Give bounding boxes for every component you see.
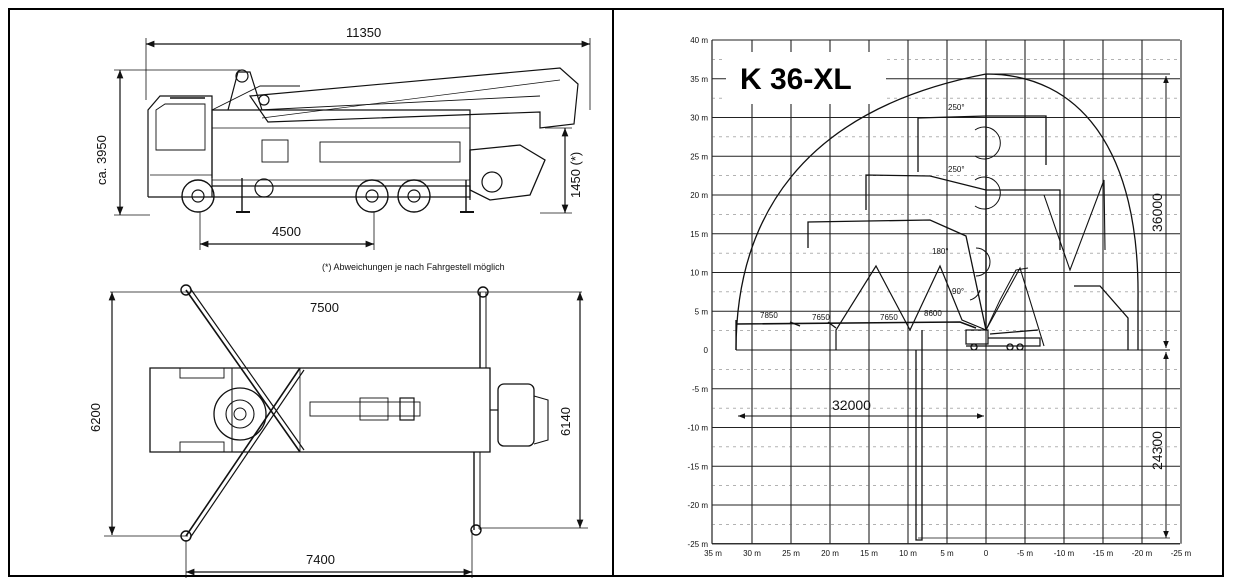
wheelbase-label: 4500 bbox=[272, 224, 301, 239]
y-tick-label: 40 m bbox=[690, 36, 708, 45]
horizontal-reach-label: 32000 bbox=[832, 397, 871, 413]
y-tick-label: -25 m bbox=[688, 540, 709, 549]
x-tick-label: 35 m bbox=[704, 549, 722, 558]
rear-outrigger-span-label: 7400 bbox=[306, 552, 335, 567]
chassis-note: (*) Abweichungen je nach Fahrgestell mög… bbox=[322, 262, 505, 272]
angle-label: 250° bbox=[948, 103, 965, 112]
boom-length-label: 8600 bbox=[924, 309, 942, 318]
outrigger-height-label: 1450 (*) bbox=[568, 152, 583, 198]
drawing-frame bbox=[8, 8, 1224, 577]
y-tick-label: 20 m bbox=[690, 191, 708, 200]
y-tick-label: 15 m bbox=[690, 230, 708, 239]
overall-length-label: 11350 bbox=[346, 25, 381, 40]
height-label: ca. 3950 bbox=[94, 135, 109, 185]
y-tick-label: 5 m bbox=[695, 307, 709, 316]
y-tick-label: -20 m bbox=[688, 501, 709, 510]
y-tick-label: -10 m bbox=[688, 424, 709, 433]
y-tick-label: 10 m bbox=[690, 269, 708, 278]
boom-length-label: 7650 bbox=[880, 313, 898, 322]
rear-width-label: 6140 bbox=[558, 407, 573, 436]
x-tick-label: 20 m bbox=[821, 549, 839, 558]
y-tick-label: 25 m bbox=[690, 152, 708, 161]
top-view bbox=[104, 284, 588, 578]
angle-label: 180° bbox=[932, 247, 949, 256]
x-tick-label: -10 m bbox=[1054, 549, 1075, 558]
y-tick-label: -5 m bbox=[692, 385, 708, 394]
x-tick-label: -20 m bbox=[1132, 549, 1153, 558]
reach-dimensions bbox=[738, 76, 1170, 539]
x-tick-label: 0 bbox=[984, 549, 989, 558]
y-tick-label: -15 m bbox=[688, 462, 709, 471]
title-box bbox=[726, 52, 886, 104]
x-tick-label: 10 m bbox=[899, 549, 917, 558]
reach-envelope bbox=[735, 73, 1170, 541]
y-axis-ticks: 40 m 35 m 30 m 25 m 20 m 15 m 10 m 5 m 0 -5 m -10 … bbox=[688, 36, 709, 549]
x-tick-label: -25 m bbox=[1171, 549, 1192, 558]
boom-length-label: 7650 bbox=[812, 313, 830, 322]
side-view bbox=[114, 38, 591, 250]
x-tick-label: 15 m bbox=[860, 549, 878, 558]
model-title: K 36-XL bbox=[740, 63, 852, 96]
y-tick-label: 30 m bbox=[690, 114, 708, 123]
front-outrigger-span-label: 7500 bbox=[310, 300, 339, 315]
vertical-reach-label: 36000 bbox=[1149, 193, 1165, 232]
x-tick-label: -15 m bbox=[1093, 549, 1114, 558]
x-tick-label: -5 m bbox=[1017, 549, 1033, 558]
x-axis-ticks: 35 m 30 m 25 m 20 m 15 m 10 m 5 m 0 -5 m -10 m -15… bbox=[704, 549, 1191, 558]
boom-length-label: 7850 bbox=[760, 311, 778, 320]
panel-divider bbox=[612, 8, 614, 577]
x-tick-label: 25 m bbox=[782, 549, 800, 558]
angle-label: 250° bbox=[948, 165, 965, 174]
y-tick-label: 35 m bbox=[690, 75, 708, 84]
x-tick-label: 5 m bbox=[940, 549, 954, 558]
y-tick-label: 0 bbox=[704, 346, 709, 355]
front-width-label: 6200 bbox=[88, 403, 103, 432]
reach-grid bbox=[711, 39, 1182, 545]
depth-reach-label: 24300 bbox=[1149, 431, 1165, 470]
x-tick-label: 30 m bbox=[743, 549, 761, 558]
angle-label: 90° bbox=[952, 287, 964, 296]
